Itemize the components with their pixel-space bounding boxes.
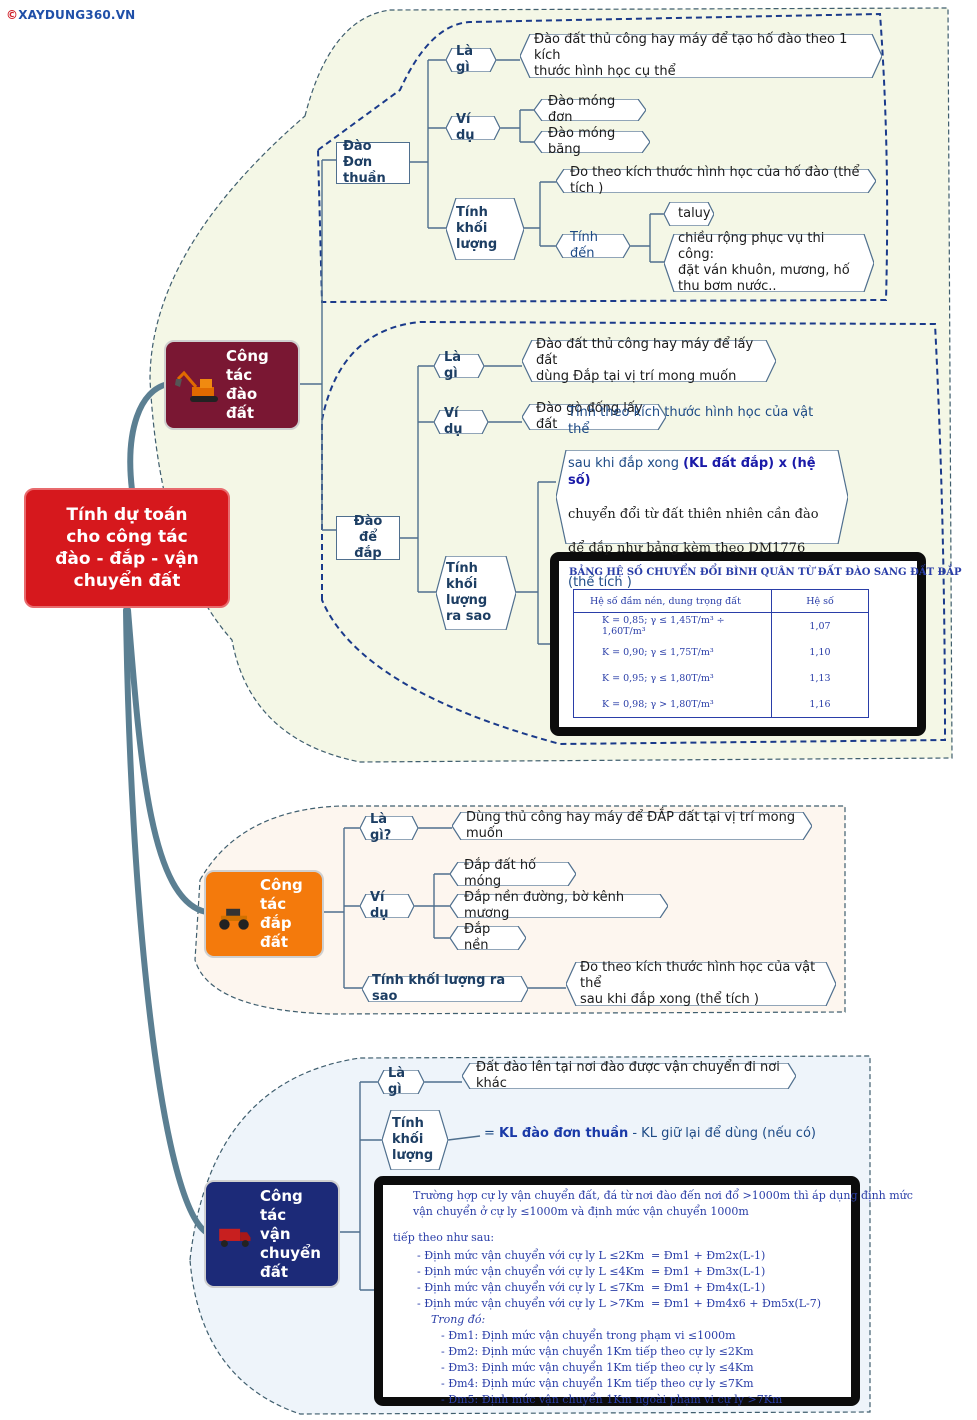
- label-cong-tac-dao: Công tác đào đất: [226, 347, 269, 422]
- leaf-la-gi-dao-don-thuan: Đào đất thủ công hay máy để tạo hố đào t…: [520, 32, 882, 79]
- node-tinh-khoi-luong-ra-sao-2[interactable]: Tính khối lượng ra sao: [362, 973, 528, 1004]
- node-dao-de-dap[interactable]: Đào để đắp: [336, 514, 400, 561]
- formula-van-chuyen: Trường hợp cự ly vận chuyển đất, đá từ n…: [374, 1176, 913, 1406]
- branch-root-dap: [125, 607, 209, 915]
- branch-root-dao: [127, 381, 171, 493]
- leaf-dao-mong-bang: Đào móng băng: [534, 126, 650, 157]
- subregion-dao-de-dap: [321, 320, 947, 746]
- leaf-do-theo-kich-thuoc-vat-the: Đo theo kích thước hình học của vật thể …: [566, 960, 836, 1007]
- branch-root-vanchuyen: [123, 607, 209, 1235]
- root-node[interactable]: Tính dự toán cho công tác đào - đắp - vậ…: [24, 488, 230, 608]
- coefficient-table: Hệ số đầm nén, dung trọng đất Hệ số K = …: [573, 589, 869, 718]
- node-tinh-khoi-luong-ra-sao-1[interactable]: Tính khối lượng ra sao: [436, 556, 516, 630]
- node-la-gi-4[interactable]: Là gì: [378, 1066, 424, 1097]
- leaf-taluy: taluy: [664, 202, 714, 226]
- truck-icon: [219, 1228, 251, 1248]
- node-tinh-den[interactable]: Tính đến: [556, 230, 630, 261]
- leaf-dao-mong-don: Đào móng đơn: [534, 94, 646, 125]
- node-cong-tac-van-chuyen[interactable]: Công tác vận chuyển đất: [204, 1180, 340, 1288]
- leaf-dao-go-dong: Đào gò đống lấy đất: [522, 401, 666, 432]
- label-cong-tac-dap: Công tác đắp đất: [260, 876, 303, 951]
- node-tinh-khoi-luong-3[interactable]: Tính khối lượng: [382, 1110, 448, 1170]
- node-la-gi-3[interactable]: Là gì?: [360, 812, 418, 843]
- roller-icon: [219, 908, 249, 930]
- node-tinh-khoi-luong-1[interactable]: Tính khối lượng: [446, 198, 524, 260]
- leaf-la-gi-van-chuyen: Đất đào lên tại nơi đào được vận chuyển …: [462, 1060, 796, 1091]
- root-label: Tính dự toán cho công tác đào - đắp - vậ…: [55, 505, 199, 591]
- node-cong-tac-dap[interactable]: Công tác đắp đất: [204, 870, 324, 958]
- leaf-do-theo-kich-thuoc-ho-dao: Đo theo kích thước hình học của hố đào (…: [556, 165, 876, 196]
- leaf-kl-van-chuyen: = KL đào đơn thuần - KL giữ lại để dùng …: [484, 1126, 816, 1141]
- table-header-2: Hệ số: [771, 589, 869, 613]
- node-la-gi-1[interactable]: Là gì: [446, 44, 496, 75]
- leaf-dap-nen-duong: Đắp nền đường, bờ kênh mương: [450, 890, 668, 921]
- watermark: ©XAYDUNG360.VN: [6, 8, 136, 22]
- node-dao-don-thuan[interactable]: Đào Đơn thuần: [336, 139, 410, 186]
- leaf-dap-nen: Đắp nền: [450, 922, 526, 953]
- node-cong-tac-dao[interactable]: Công tác đào đất: [164, 340, 300, 430]
- leaf-la-gi-dap: Dùng thủ công hay máy để ĐẮP đất tại vị …: [452, 810, 812, 841]
- table-header-1: Hệ số đầm nén, dung trọng đất: [573, 589, 772, 613]
- leaf-tinh-theo-kich-thuoc-vat-the: Tính theo kích thước hình học của vật th…: [556, 405, 848, 590]
- label-cong-tac-van-chuyen: Công tác vận chuyển đất: [260, 1186, 321, 1281]
- node-vi-du-1[interactable]: Ví dụ: [446, 112, 500, 143]
- node-la-gi-2[interactable]: Là gì: [434, 350, 484, 381]
- node-vi-du-2[interactable]: Ví dụ: [434, 406, 488, 437]
- leaf-chieu-rong-phuc-vu: chiều rộng phục vụ thi công: đặt ván khu…: [664, 231, 874, 294]
- excavator-icon: [175, 370, 218, 402]
- leaf-dap-dat-ho-mong: Đắp đất hố móng: [450, 858, 576, 889]
- node-vi-du-3[interactable]: Ví dụ: [360, 890, 414, 921]
- table-he-so-chuyen-doi: BẢNG HỆ SỐ CHUYỂN ĐỔI BÌNH QUÂN TỪ ĐẤT Đ…: [550, 552, 962, 736]
- table-caption: BẢNG HỆ SỐ CHUYỂN ĐỔI BÌNH QUÂN TỪ ĐẤT Đ…: [569, 567, 962, 578]
- leaf-la-gi-dao-de-dap: Đào đất thủ công hay máy để lấy đất dùng…: [522, 337, 776, 384]
